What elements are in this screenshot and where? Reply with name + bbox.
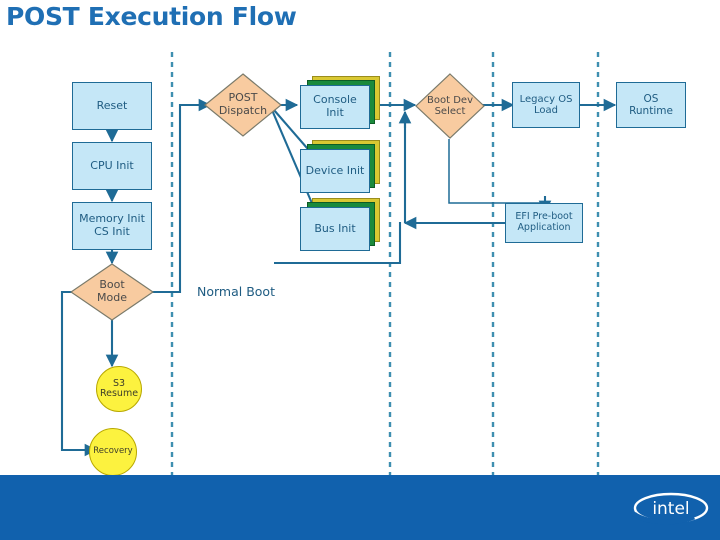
node-os-runtime[interactable]: OS Runtime xyxy=(616,82,686,128)
node-device-init-label: Device Init xyxy=(300,149,370,193)
node-console-init-label: Console Init xyxy=(300,85,370,129)
node-device-init[interactable]: Device Init xyxy=(300,140,380,196)
node-efi-preboot-application[interactable]: EFI Pre-boot Application xyxy=(505,203,583,243)
node-reset[interactable]: Reset xyxy=(72,82,152,130)
phase-divider-group xyxy=(170,52,600,478)
node-cpu-init[interactable]: CPU Init xyxy=(72,142,152,190)
node-recovery[interactable]: Recovery xyxy=(89,428,137,476)
diamond-shape xyxy=(70,263,154,321)
node-bus-init-label: Bus Init xyxy=(300,207,370,251)
node-bus-init[interactable]: Bus Init xyxy=(300,198,380,254)
diamond-shape xyxy=(415,73,485,139)
node-post-dispatch-label: POST Dispatch xyxy=(218,91,268,117)
node-s3-resume[interactable]: S3 Resume xyxy=(96,366,142,412)
node-memory-init[interactable]: Memory Init CS Init xyxy=(72,202,152,250)
node-boot-mode[interactable]: Boot Mode xyxy=(70,263,154,321)
label-normal-boot: Normal Boot xyxy=(197,284,275,299)
intel-logo-text: intel xyxy=(652,499,689,519)
node-post-dispatch[interactable]: POST Dispatch xyxy=(204,73,282,137)
intel-logo: intel xyxy=(632,492,709,525)
page-title: POST Execution Flow xyxy=(6,2,297,31)
node-boot-dev-select-label: Boot Dev Select xyxy=(427,94,473,118)
node-boot-dev-select[interactable]: Boot Dev Select xyxy=(415,73,485,139)
node-boot-mode-label: Boot Mode xyxy=(97,278,127,304)
brand-bar xyxy=(0,475,720,540)
diamond-shape xyxy=(204,73,282,137)
node-legacy-os-load[interactable]: Legacy OS Load xyxy=(512,82,580,128)
node-console-init[interactable]: Console Init xyxy=(300,76,380,132)
